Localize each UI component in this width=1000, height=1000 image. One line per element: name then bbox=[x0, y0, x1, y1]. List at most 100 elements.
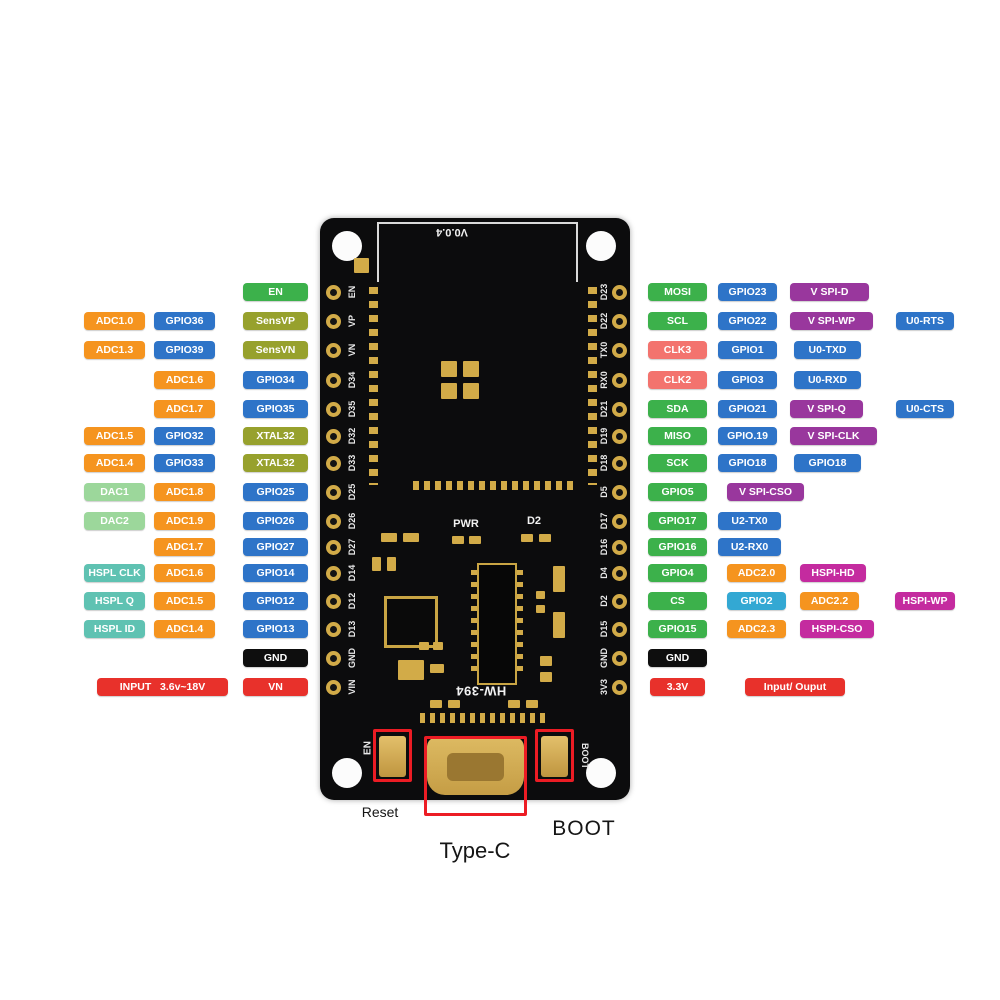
through-hole-right bbox=[612, 429, 627, 444]
pin-chip-right-clk3: CLK3 bbox=[648, 341, 707, 359]
pin-chip-right-3-3v: 3.3V bbox=[650, 678, 705, 696]
pin-chip-left-hspl-q: HSPL Q bbox=[84, 592, 145, 610]
module-castellation-left bbox=[369, 287, 378, 485]
board-pin-label-d27: D27 bbox=[347, 538, 357, 556]
board-pin-label-d14: D14 bbox=[347, 564, 357, 582]
through-hole-left bbox=[326, 680, 341, 695]
pin-chip-right-gpio21: GPIO21 bbox=[718, 400, 777, 418]
board-pin-label-vin: VIN bbox=[347, 679, 357, 695]
pin-chip-right-v-spi-d: V SPI-D bbox=[790, 283, 869, 301]
pin-chip-left-gpio36: GPIO36 bbox=[154, 312, 215, 330]
pin-chip-left-gpio34: GPIO34 bbox=[243, 371, 308, 389]
through-hole-left bbox=[326, 456, 341, 471]
through-hole-left bbox=[326, 373, 341, 388]
smd-pad bbox=[469, 536, 481, 544]
pin-chip-left-input-3-6v-18v: INPUT 3.6v~18V bbox=[97, 678, 228, 696]
pin-chip-left-sensvn: SensVN bbox=[243, 341, 308, 359]
smd-pad bbox=[387, 557, 396, 571]
board-pin-label-d5: D5 bbox=[599, 486, 609, 498]
pin-chip-right-cs: CS bbox=[648, 592, 707, 610]
board-pin-label-gnd: GND bbox=[347, 648, 357, 668]
pin-chip-left-adc1-6: ADC1.6 bbox=[154, 371, 215, 389]
module-pad bbox=[463, 361, 479, 377]
board-pin-label-d18: D18 bbox=[599, 454, 609, 472]
pin-chip-right-gpio3: GPIO3 bbox=[718, 371, 777, 389]
pin-chip-right-gpio15: GPIO15 bbox=[648, 620, 707, 638]
pin-chip-left-gpio27: GPIO27 bbox=[243, 538, 308, 556]
smd-pad bbox=[521, 534, 533, 542]
pin-chip-right-u0-rxd: U0-RXD bbox=[794, 371, 861, 389]
pin-chip-right-hspi-wp: HSPI-WP bbox=[895, 592, 955, 610]
pwr-led-label: PWR bbox=[453, 518, 479, 530]
smd-pad bbox=[430, 700, 442, 708]
pin-chip-left-dac2: DAC2 bbox=[84, 512, 145, 530]
pin-chip-left-gpio12: GPIO12 bbox=[243, 592, 308, 610]
module-pad bbox=[441, 383, 457, 399]
pin-chip-right-gpio1: GPIO1 bbox=[718, 341, 777, 359]
pin-chip-right-v-spi-wp: V SPI-WP bbox=[790, 312, 873, 330]
pin-chip-right-input-ouput: Input/ Ouput bbox=[745, 678, 845, 696]
pin-chip-right-gnd: GND bbox=[648, 649, 707, 667]
smd-pad bbox=[448, 700, 460, 708]
smd-pad bbox=[536, 605, 545, 613]
board-pin-label-vn: VN bbox=[347, 343, 357, 357]
module-pad bbox=[441, 361, 457, 377]
through-hole-right bbox=[612, 485, 627, 500]
pin-chip-left-adc1-4: ADC1.4 bbox=[154, 620, 215, 638]
pin-chip-right-sck: SCK bbox=[648, 454, 707, 472]
pin-chip-left-gpio33: GPIO33 bbox=[154, 454, 215, 472]
smd-pad bbox=[403, 533, 419, 542]
pin-chip-right-adc2-3: ADC2.3 bbox=[727, 620, 786, 638]
pin-chip-right-hspi-cso: HSPI-CSO bbox=[800, 620, 874, 638]
reset-annotation: Reset bbox=[361, 804, 399, 820]
pin-chip-left-adc1-7: ADC1.7 bbox=[154, 400, 215, 418]
pin-chip-left-gpio35: GPIO35 bbox=[243, 400, 308, 418]
en-button bbox=[379, 736, 406, 777]
pin-chip-left-gpio26: GPIO26 bbox=[243, 512, 308, 530]
smd-pad bbox=[553, 566, 565, 592]
pin-chip-right-u2-tx0: U2-TX0 bbox=[718, 512, 781, 530]
board-pin-label-d32: D32 bbox=[347, 427, 357, 445]
pin-chip-right-gpio2: GPIO2 bbox=[727, 592, 786, 610]
smd-pad bbox=[381, 533, 397, 542]
board-pin-label-d21: D21 bbox=[599, 400, 609, 418]
pin-chip-left-gpio14: GPIO14 bbox=[243, 564, 308, 582]
board-pin-label-3v3: 3V3 bbox=[599, 678, 609, 696]
pin-chip-left-adc1-0: ADC1.0 bbox=[84, 312, 145, 330]
module-castellation-right bbox=[588, 287, 597, 485]
through-hole-right bbox=[612, 540, 627, 555]
through-hole-left bbox=[326, 514, 341, 529]
pin-chip-right-gpio16: GPIO16 bbox=[648, 538, 707, 556]
pin-chip-left-xtal32: XTAL32 bbox=[243, 454, 308, 472]
chip-pins-left bbox=[471, 570, 477, 678]
pin-chip-left-gnd: GND bbox=[243, 649, 308, 667]
through-hole-right bbox=[612, 343, 627, 358]
usb-type-c-slot bbox=[447, 753, 504, 781]
pin-chip-right-adc2-0: ADC2.0 bbox=[727, 564, 786, 582]
board-pin-label-d35: D35 bbox=[347, 400, 357, 418]
pin-chip-right-u0-txd: U0-TXD bbox=[794, 341, 861, 359]
pin-chip-right-miso: MISO bbox=[648, 427, 707, 445]
pin-chip-right-gpio18: GPIO18 bbox=[718, 454, 777, 472]
pin-chip-right-sda: SDA bbox=[648, 400, 707, 418]
pin-chip-left-adc1-5: ADC1.5 bbox=[154, 592, 215, 610]
antenna-outline bbox=[377, 222, 578, 282]
through-hole-left bbox=[326, 540, 341, 555]
smd-pad bbox=[536, 591, 545, 599]
board-pin-label-d26: D26 bbox=[347, 512, 357, 530]
smd-pad bbox=[372, 557, 381, 571]
board-pin-label-d13: D13 bbox=[347, 620, 357, 638]
board-pin-label-d25: D25 bbox=[347, 483, 357, 501]
pin-chip-right-gpio5: GPIO5 bbox=[648, 483, 707, 501]
pin-chip-left-adc1-6: ADC1.6 bbox=[154, 564, 215, 582]
through-hole-right bbox=[612, 680, 627, 695]
through-hole-left bbox=[326, 485, 341, 500]
mounting-hole-top-left bbox=[332, 231, 362, 261]
board-pin-label-gnd: GND bbox=[599, 648, 609, 668]
board-pin-label-d15: D15 bbox=[599, 620, 609, 638]
through-hole-left bbox=[326, 314, 341, 329]
pin-chip-right-gpio18: GPIO18 bbox=[794, 454, 861, 472]
pin-chip-left-gpio32: GPIO32 bbox=[154, 427, 215, 445]
smd-pad bbox=[553, 612, 565, 638]
pin-chip-left-adc1-8: ADC1.8 bbox=[154, 483, 215, 501]
